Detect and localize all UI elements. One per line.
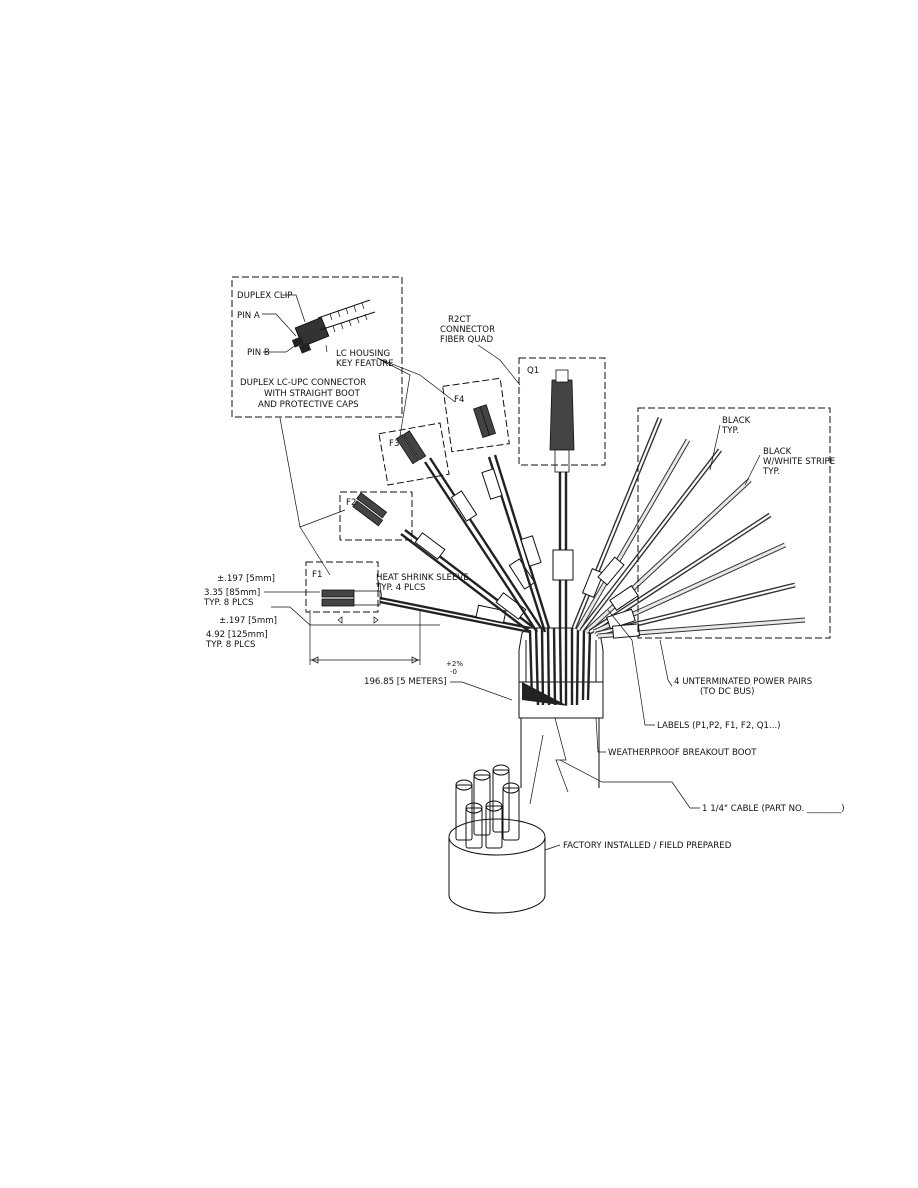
pin-b-label: PIN B [247,348,270,358]
fiber-q1 [549,369,575,628]
fiber-f2 [352,492,535,633]
factory-label: FACTORY INSTALLED / FIELD PREPARED [563,841,732,851]
black-label-2: TYP. [721,426,739,436]
length-label: 196.85 [5 METERS] [364,677,447,687]
f3-box [378,422,450,486]
lc-housing-label-1: LC HOUSING [336,349,390,359]
black-stripe-label-2: W/WHITE STRIPE [763,457,835,467]
dim2-tolerance: ±.197 [5mm] [219,616,277,626]
q1-box [518,357,606,466]
main-cable [520,717,600,793]
q1-label: Q1 [527,366,539,376]
dim1-value: 3.35 [85mm] [204,588,260,598]
power-pairs-label-1: 4 UNTERMINATED POWER PAIRS [674,677,812,687]
fiber-bundle [528,627,592,706]
heat-shrink-label-1: HEAT SHRINK SLEEVE [376,573,469,583]
f1-box [305,561,379,613]
fiber-f4 [473,404,551,633]
duplex-detail-box [231,276,403,418]
duplex-desc-3: AND PROTECTIVE CAPS [258,400,359,410]
dim2-value: 4.92 [125mm] [206,630,268,640]
fiber-f1 [321,589,531,634]
labels-note: LABELS (P1,P2, F1, F2, Q1...) [657,721,781,731]
black-stripe-label-1: BLACK [763,447,792,457]
dimension-lines [264,591,513,701]
duplex-desc-2: WITH STRAIGHT BOOT [264,389,361,399]
duplex-desc-1: DUPLEX LC-UPC CONNECTOR [240,378,366,388]
power-pairs-label-2: (TO DC BUS) [700,687,754,697]
black-label-1: BLACK [722,416,751,426]
power-pairs-box [637,407,831,639]
f2-box [339,491,413,541]
power-wires [571,417,806,639]
dim1-typ: TYP. 8 PLCS [203,598,253,608]
black-stripe-label-3: TYP. [762,467,780,477]
pin-a-label: PIN A [237,311,260,321]
r2ct-label-2: CONNECTOR [440,325,495,335]
f4-label: F4 [454,395,464,405]
f3-label: F3 [389,439,399,449]
f4-box [442,377,510,453]
length-tol-minus: -0 [450,668,457,676]
heat-shrink-label-2: TYP. 4 PLCS [375,583,425,593]
duplex-connector-icon [291,299,376,354]
r2ct-label-1: R2CT [448,315,471,325]
dim1-tolerance: ±.197 [5mm] [217,574,275,584]
boot-label: WEATHERPROOF BREAKOUT BOOT [608,748,757,758]
lc-housing-label-2: KEY FEATURE [336,359,394,369]
r2ct-label-3: FIBER QUAD [440,335,493,345]
duplex-clip-label: DUPLEX CLIP [237,291,292,301]
f2-label: F2 [346,498,356,508]
dim2-typ: TYP. 8 PLCS [205,640,255,650]
leader-lines [262,294,761,851]
cable-label: 1 1/4" CABLE (PART NO. ________) [702,804,845,814]
breakout-boot [518,627,604,719]
f1-label: F1 [312,570,322,580]
length-tol-plus: +2% [446,660,463,668]
cable-end-view [448,764,546,914]
